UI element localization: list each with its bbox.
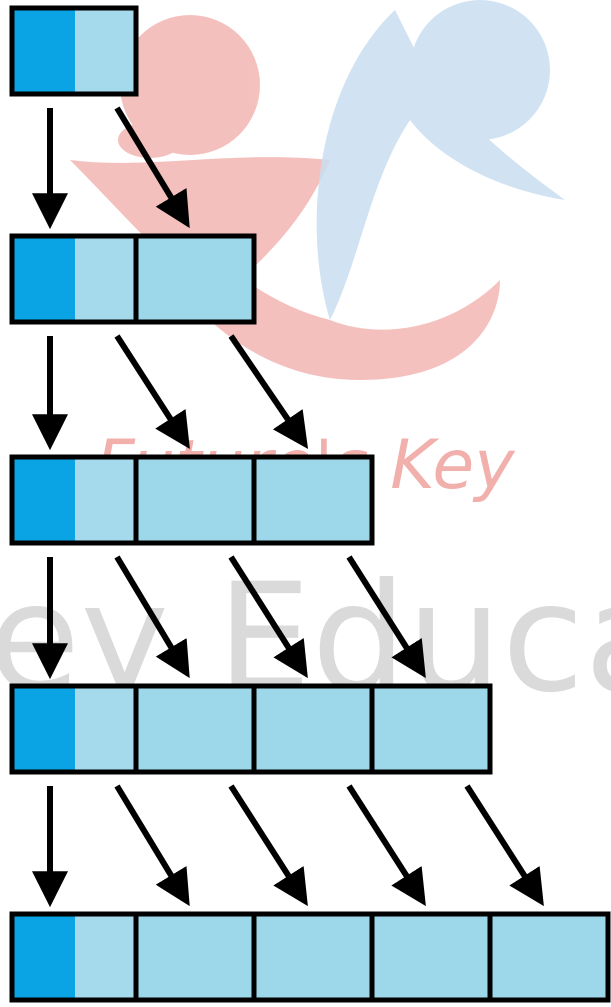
diagram-rows — [9, 5, 611, 1003]
diagram-arrows — [32, 106, 544, 908]
array-cell-first-dark — [12, 686, 75, 772]
logo-body-blue — [316, 10, 565, 320]
array-cell — [136, 914, 254, 1000]
array-cell-border — [251, 454, 375, 546]
array-cell — [490, 914, 608, 1000]
array-row — [9, 5, 139, 97]
logo-head-red — [120, 15, 260, 155]
arrow-diagonal — [228, 784, 308, 907]
array-cell-first-dark — [12, 457, 75, 543]
array-row — [9, 683, 493, 775]
array-cell — [136, 236, 254, 322]
array-cell-border — [369, 683, 493, 775]
arrow-diagonal — [228, 555, 308, 679]
array-cell — [372, 914, 490, 1000]
arrow-diagonal — [346, 784, 426, 907]
array-cell — [254, 914, 372, 1000]
arrow-diagonal — [114, 555, 190, 679]
array-cell-border — [9, 5, 139, 97]
arrow-diagonal — [114, 784, 190, 907]
array-row — [9, 233, 257, 325]
logo-figure-blue — [316, 0, 565, 320]
array-cell-border — [487, 911, 611, 1003]
arrow-diagonal — [346, 555, 426, 679]
arrow-diagonal — [228, 334, 309, 449]
array-cell-first-dark — [12, 236, 75, 322]
array-cell-first-dark — [12, 914, 75, 1000]
watermark-logo: Future's Key ey Educa — [0, 0, 611, 726]
array-cell — [136, 686, 254, 772]
array-cell — [372, 686, 490, 772]
array-cell-first-dark — [12, 8, 75, 94]
arrow-diagonal — [114, 334, 190, 450]
array-cell — [254, 457, 372, 543]
arrow-diagonal — [464, 784, 544, 907]
array-cell — [136, 457, 254, 543]
arrow-diagonal — [114, 106, 190, 229]
array-row — [9, 911, 611, 1003]
array-row — [9, 454, 375, 546]
array-cell — [254, 686, 372, 772]
array-cell-border — [133, 233, 257, 325]
